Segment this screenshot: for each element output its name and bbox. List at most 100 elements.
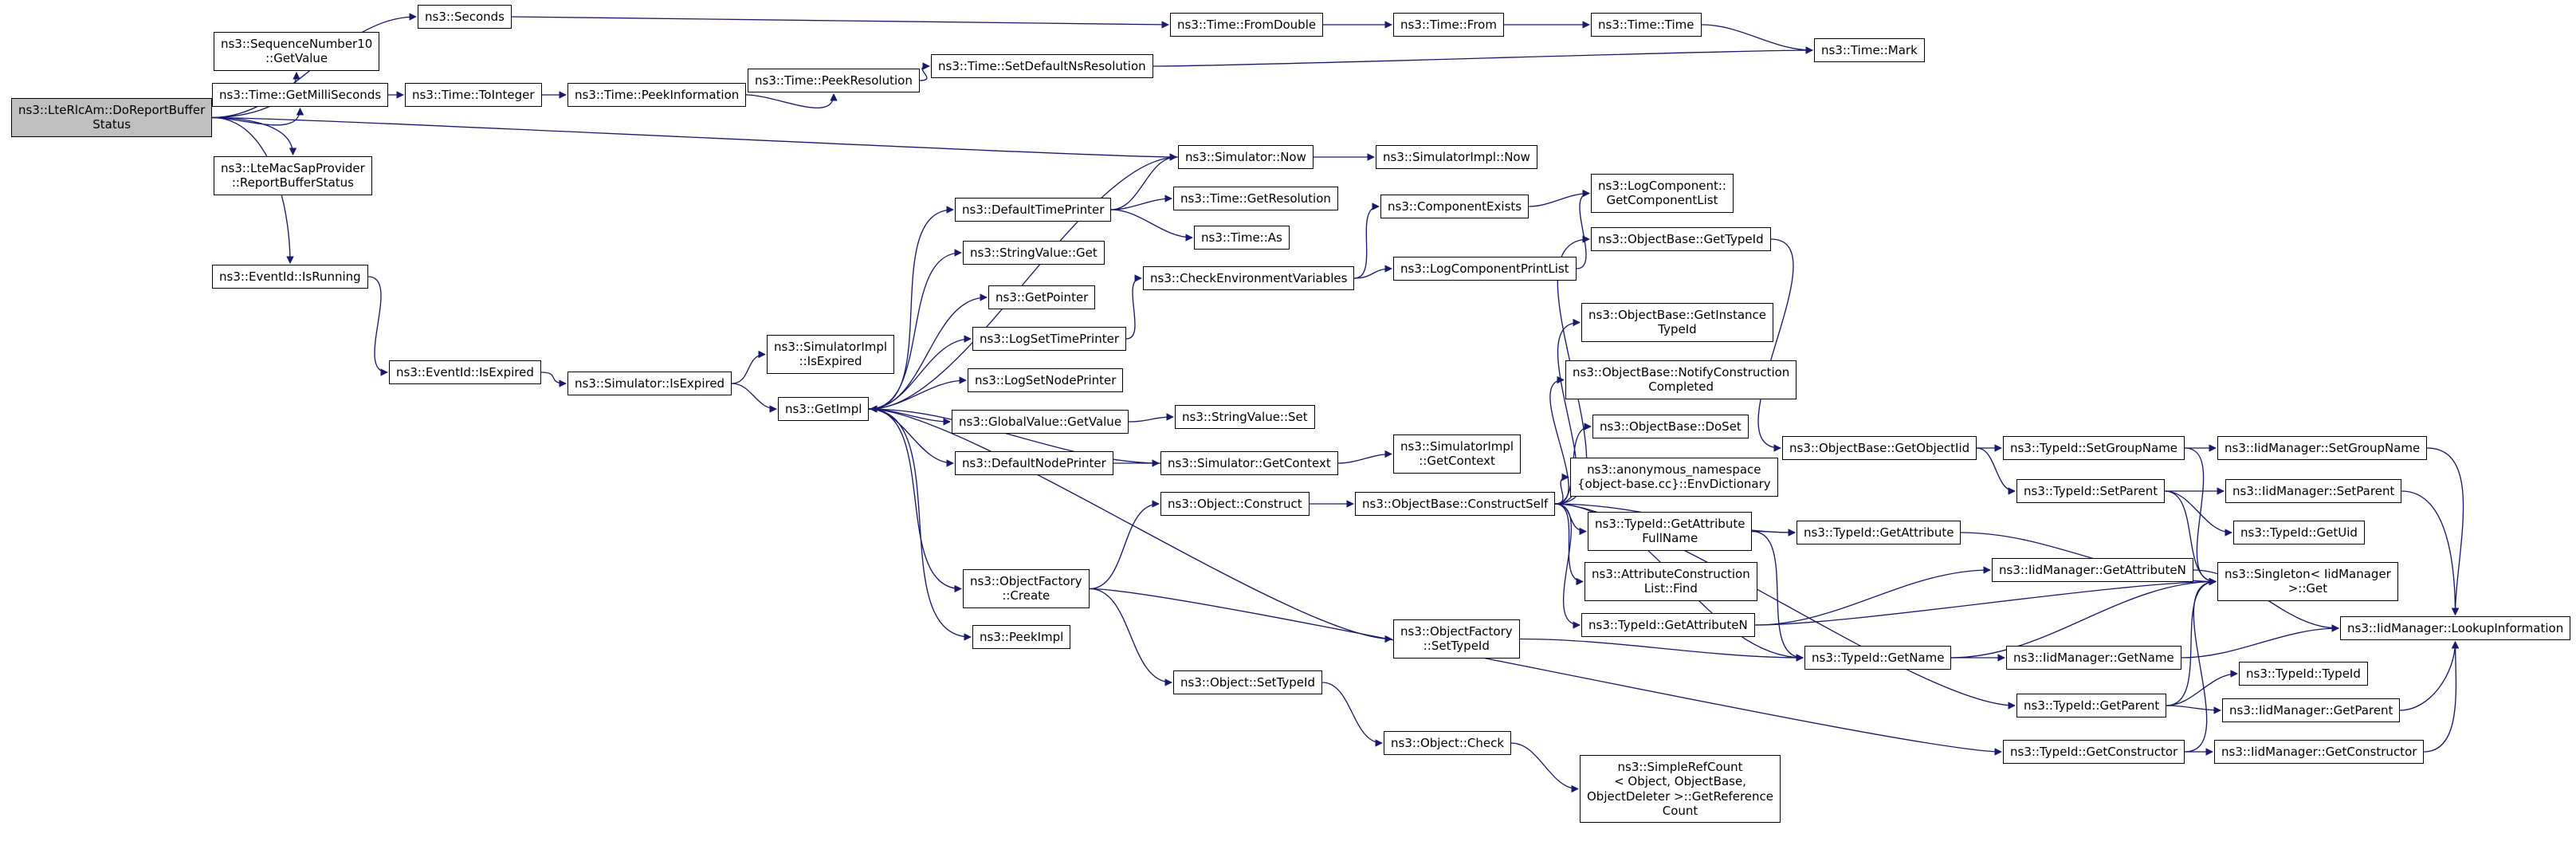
edge-conself-to-envdict — [1554, 473, 1569, 505]
edge-goiid-to-tsetpar — [1976, 447, 2016, 495]
edge-dtp-to-getres — [1110, 195, 1172, 210]
graph-node-tsetpar[interactable]: ns3::TypeId::SetParent — [2016, 479, 2166, 504]
edge-conself-to-aclfind — [1554, 503, 1584, 586]
graph-node-isetgrp[interactable]: ns3::IidManager::SetGroupName — [2217, 436, 2428, 461]
graph-node-printlist[interactable]: ns3::LogComponentPrintList — [1393, 257, 1577, 281]
graph-node-getcomplist[interactable]: ns3::LogComponent:: GetComponentList — [1591, 174, 1734, 213]
graph-node-mark[interactable]: ns3::Time::Mark — [1814, 38, 1925, 63]
graph-node-tgetctor[interactable]: ns3::TypeId::GetConstructor — [2003, 740, 2185, 765]
edge-timetime-to-mark — [1701, 24, 1813, 54]
edge-igetname-to-lookup — [2181, 624, 2339, 659]
graph-node-simnow[interactable]: ns3::Simulator::Now — [1178, 145, 1314, 170]
graph-node-peekinfo[interactable]: ns3::Time::PeekInformation — [567, 83, 747, 108]
graph-node-igetctor[interactable]: ns3::IidManager::GetConstructor — [2214, 740, 2425, 765]
graph-node-isetpar[interactable]: ns3::IidManager::SetParent — [2225, 479, 2402, 504]
graph-node-toint[interactable]: ns3::Time::ToInteger — [405, 83, 542, 108]
graph-node-getres[interactable]: ns3::Time::GetResolution — [1173, 187, 1338, 211]
graph-node-timetime[interactable]: ns3::Time::Time — [1591, 13, 1702, 37]
edge-tsetpar-to-tgetuid — [2164, 490, 2232, 537]
edge-getimpl-to-ofcreate — [868, 408, 962, 593]
graph-node-ofsettid[interactable]: ns3::ObjectFactory ::SetTypeId — [1393, 619, 1520, 659]
graph-node-simisexp[interactable]: ns3::Simulator::IsExpired — [567, 372, 732, 396]
graph-node-getpointer[interactable]: ns3::GetPointer — [988, 285, 1096, 310]
graph-node-objcheck[interactable]: ns3::Object::Check — [1384, 731, 1512, 756]
graph-node-main[interactable]: ns3::LteRlcAm::DoReportBuffer Status — [11, 98, 213, 137]
graph-node-checkenv[interactable]: ns3::CheckEnvironmentVariables — [1143, 266, 1355, 291]
edge-tgetpar-to-igetpar — [2166, 705, 2221, 714]
graph-node-tgetname[interactable]: ns3::TypeId::GetName — [1804, 646, 1952, 670]
graph-node-doset[interactable]: ns3::ObjectBase::DoSet — [1592, 415, 1749, 439]
edge-evisexp-to-simisexp — [540, 372, 567, 387]
graph-node-getms[interactable]: ns3::Time::GetMilliSeconds — [212, 83, 389, 108]
graph-node-ofcreate[interactable]: ns3::ObjectFactory ::Create — [963, 569, 1090, 608]
edge-checkenv-to-printlist — [1353, 265, 1392, 279]
graph-node-goiid[interactable]: ns3::ObjectBase::GetObjectIid — [1782, 436, 1977, 461]
graph-node-tsetgrp[interactable]: ns3::TypeId::SetGroupName — [2003, 436, 2185, 461]
edge-getimpl-to-peekimpl — [868, 408, 972, 641]
graph-node-envdict[interactable]: ns3::anonymous_namespace {object-base.cc… — [1570, 458, 1778, 497]
graph-node-conself[interactable]: ns3::ObjectBase::ConstructSelf — [1355, 492, 1556, 517]
graph-node-objsettid[interactable]: ns3::Object::SetTypeId — [1173, 670, 1322, 695]
graph-node-tgetpar[interactable]: ns3::TypeId::GetParent — [2016, 694, 2167, 718]
edge-tgetctor-to-singleton — [2184, 577, 2217, 753]
graph-node-seq10[interactable]: ns3::SequenceNumber10 ::GetValue — [214, 32, 380, 71]
graph-node-seconds[interactable]: ns3::Seconds — [418, 5, 512, 29]
graph-node-siisexp[interactable]: ns3::SimulatorImpl ::IsExpired — [767, 335, 895, 374]
edge-tgetname-to-singleton — [1950, 577, 2217, 659]
edge-simisexp-to-siisexp — [731, 350, 766, 384]
graph-node-tgattr[interactable]: ns3::TypeId::GetAttribute — [1797, 521, 1961, 545]
graph-node-sigetctx[interactable]: ns3::SimulatorImpl ::GetContext — [1393, 434, 1522, 474]
edge-ofcreate-to-objcons — [1089, 500, 1160, 590]
graph-node-isrunning[interactable]: ns3::EventId::IsRunning — [212, 265, 368, 289]
graph-node-obgettid[interactable]: ns3::ObjectBase::GetTypeId — [1591, 227, 1771, 252]
graph-node-sinow[interactable]: ns3::SimulatorImpl::Now — [1376, 145, 1537, 170]
graph-node-gvget[interactable]: ns3::GlobalValue::GetValue — [952, 410, 1129, 434]
graph-node-svget[interactable]: ns3::StringValue::Get — [963, 241, 1105, 265]
graph-node-tgetuid[interactable]: ns3::TypeId::GetUid — [2233, 521, 2365, 545]
edge-ofcreate-to-tgetctor — [1089, 588, 2002, 756]
graph-node-evisexp[interactable]: ns3::EventId::IsExpired — [389, 360, 541, 385]
edge-getimpl-to-dtp — [868, 206, 954, 410]
edge-checkenv-to-compexists — [1353, 202, 1380, 279]
graph-node-ginsttid[interactable]: ns3::ObjectBase::GetInstance TypeId — [1581, 303, 1773, 342]
graph-node-objcons[interactable]: ns3::Object::Construct — [1160, 492, 1310, 517]
graph-node-simgetctx[interactable]: ns3::Simulator::GetContext — [1160, 451, 1338, 476]
graph-node-notifycc[interactable]: ns3::ObjectBase::NotifyConstruction Comp… — [1565, 360, 1797, 399]
graph-node-ttid[interactable]: ns3::TypeId::TypeId — [2239, 662, 2368, 686]
graph-node-reportbs[interactable]: ns3::LteMacSapProvider ::ReportBufferSta… — [214, 156, 372, 195]
graph-node-lookup[interactable]: ns3::IidManager::LookupInformation — [2340, 616, 2571, 641]
graph-node-getimpl[interactable]: ns3::GetImpl — [778, 397, 870, 422]
graph-node-gattrfull[interactable]: ns3::TypeId::GetAttribute FullName — [1588, 512, 1753, 551]
edge-tgattrN-to-singleton — [1754, 577, 2217, 626]
graph-node-lsnp[interactable]: ns3::LogSetNodePrinter — [968, 368, 1124, 393]
graph-node-setdefns[interactable]: ns3::Time::SetDefaultNsResolution — [931, 54, 1153, 79]
graph-node-igetpar[interactable]: ns3::IidManager::GetParent — [2222, 698, 2401, 723]
graph-node-refcount[interactable]: ns3::SimpleRefCount < Object, ObjectBase… — [1580, 755, 1781, 824]
edge-getimpl-to-svget — [868, 249, 962, 410]
graph-node-tgattrN[interactable]: ns3::TypeId::GetAttributeN — [1581, 613, 1755, 638]
graph-node-singleton[interactable]: ns3::Singleton< IidManager >::Get — [2217, 562, 2398, 601]
graph-node-aclfind[interactable]: ns3::AttributeConstruction List::Find — [1584, 562, 1757, 601]
edge-peekres-to-setdefns — [919, 62, 930, 81]
graph-node-fromdouble[interactable]: ns3::Time::FromDouble — [1170, 13, 1324, 37]
edge-setdefns-to-mark — [1153, 46, 1813, 67]
edge-simisexp-to-getimpl — [731, 383, 777, 413]
graph-node-peekimpl[interactable]: ns3::PeekImpl — [972, 625, 1071, 650]
edge-tsetpar-to-singleton — [2164, 490, 2217, 586]
graph-node-igetname[interactable]: ns3::IidManager::GetName — [2006, 646, 2181, 670]
graph-node-lstp[interactable]: ns3::LogSetTimePrinter — [972, 327, 1127, 352]
edge-tgetpar-to-singleton — [2166, 577, 2217, 706]
graph-node-compexists[interactable]: ns3::ComponentExists — [1380, 195, 1530, 219]
edge-igetpar-to-lookup — [2399, 641, 2460, 711]
edge-isrunning-to-evisexp — [367, 276, 388, 376]
graph-node-dtp[interactable]: ns3::DefaultTimePrinter — [955, 198, 1112, 222]
edge-dtp-to-simnow — [1110, 153, 1177, 210]
graph-node-timeas[interactable]: ns3::Time::As — [1194, 226, 1290, 250]
graph-node-peekres[interactable]: ns3::Time::PeekResolution — [748, 69, 920, 93]
graph-node-svset[interactable]: ns3::StringValue::Set — [1175, 405, 1315, 430]
edge-objcheck-to-refcount — [1510, 742, 1579, 793]
graph-node-igattrN[interactable]: ns3::IidManager::GetAttributeN — [1992, 558, 2193, 583]
graph-node-from[interactable]: ns3::Time::From — [1393, 13, 1504, 37]
graph-node-dnp[interactable]: ns3::DefaultNodePrinter — [955, 451, 1113, 476]
